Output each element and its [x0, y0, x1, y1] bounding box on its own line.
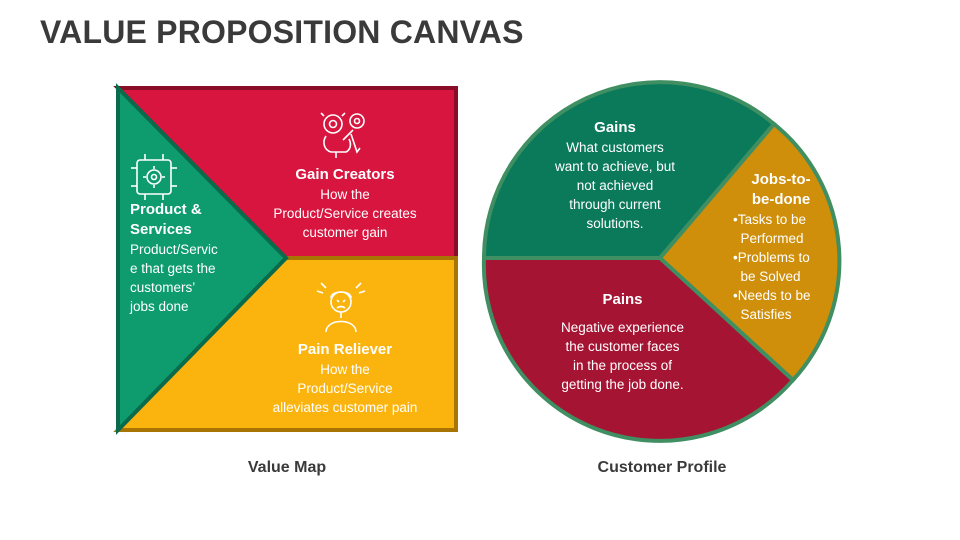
product-services-text: Product/Servic e that gets the customers… — [130, 242, 218, 314]
jobs-block: Jobs-to- be-done •Tasks to be Performed … — [731, 170, 831, 324]
page-title: VALUE PROPOSITION CANVAS — [40, 14, 524, 50]
pain-reliever-title: Pain Reliever — [297, 341, 393, 358]
pains-slice — [481, 256, 796, 443]
product-services-block: Product & Services Product/Servic e that… — [130, 200, 240, 316]
customer-profile-caption: Customer Profile — [597, 459, 727, 476]
pains-text: Negative experience the customer faces i… — [560, 320, 685, 392]
settings-frame-icon — [131, 154, 177, 200]
gains-text: What customers want to achieve, but not … — [554, 140, 676, 231]
pains-block: Pains Negative experience the customer f… — [530, 290, 715, 394]
pain-reliever-text: How the Product/Service alleviates custo… — [272, 362, 418, 415]
jobs-bullet: •Problems to be Solved — [733, 250, 810, 284]
value-map-caption: Value Map — [247, 459, 327, 476]
jobs-slice — [657, 121, 842, 383]
gain-creators-text: How the Product/Service creates customer… — [273, 187, 417, 240]
pains-title: Pains — [602, 291, 643, 308]
product-services-title: Product & Services — [130, 201, 202, 238]
gain-creators-block: Gain Creators How the Product/Service cr… — [250, 165, 440, 242]
gains-slice — [481, 80, 777, 260]
jobs-bullet: •Tasks to be Performed — [733, 212, 807, 246]
stressed-person-icon — [316, 282, 366, 333]
gain-creators-title: Gain Creators — [295, 166, 395, 183]
pain-reliever-block: Pain Reliever How the Product/Service al… — [250, 340, 440, 417]
jobs-bullet: •Needs to be Satisfies — [733, 288, 811, 322]
gear-head-icon — [320, 112, 365, 158]
gains-title: Gains — [594, 119, 636, 136]
jobs-list: •Tasks to be Performed •Problems to be S… — [731, 210, 831, 324]
jobs-title: Jobs-to- be-done — [751, 171, 811, 208]
gains-block: Gains What customers want to achieve, bu… — [530, 118, 700, 233]
value-map — [113, 83, 458, 435]
customer-profile — [481, 80, 842, 443]
